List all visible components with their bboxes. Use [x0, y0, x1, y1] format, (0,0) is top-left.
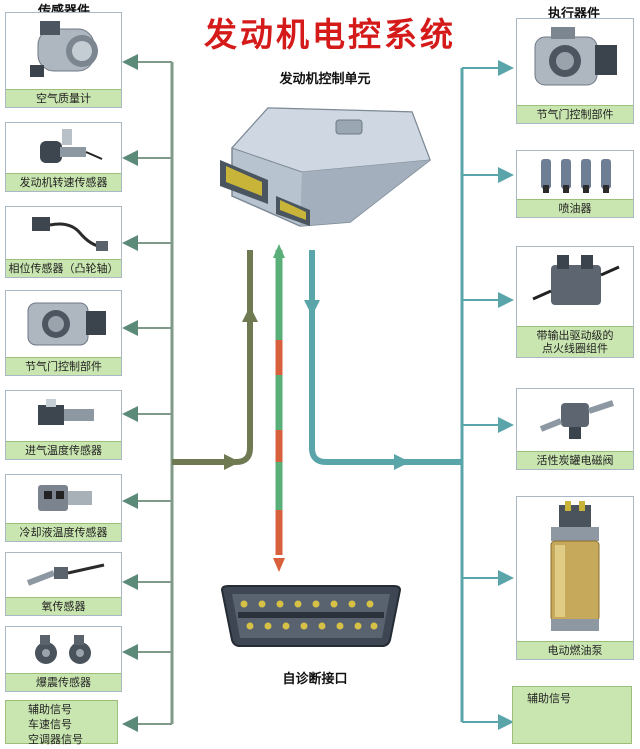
sensor-air-mass-meter: 空气质量计: [5, 12, 122, 108]
sensor-label: 空气质量计: [6, 89, 121, 107]
actuator-label: 喷油器: [517, 199, 633, 217]
ignition-coil-icon: [521, 251, 629, 321]
actuator-trunk: [309, 250, 462, 465]
coolant-temp-sensor-icon: [10, 479, 117, 519]
sensor-label: 相位传感器（凸轮轴）: [6, 259, 121, 277]
knock-sensor-icon: [10, 631, 117, 669]
sensor-coolant-temp: 冷却液温度传感器: [5, 474, 122, 542]
actuator-label: 节气门控制部件: [517, 105, 633, 123]
actuator-arrows: [462, 60, 514, 730]
sensor-trunk: [172, 250, 253, 465]
sensor-label: 发动机转速传感器: [6, 173, 121, 191]
actuator-label: 活性炭罐电磁阀: [517, 451, 633, 469]
sensor-label: 爆震传感器: [6, 673, 121, 691]
injector-icon: [521, 155, 629, 195]
sensor-knock: 爆震传感器: [5, 626, 122, 692]
oxygen-sensor-icon: [10, 557, 117, 593]
phase-sensor-icon: [10, 211, 117, 255]
actuator-fuel-pump: 电动燃油泵: [516, 496, 634, 660]
sensor-label: 节气门控制部件: [6, 357, 121, 375]
aux-signal-line: 车速信号: [28, 718, 72, 731]
sensor-aux-signals: 辅助信号 车速信号 空调器信号: [5, 700, 118, 746]
actuator-canister-valve: 活性炭罐电磁阀: [516, 388, 634, 470]
actuator-aux-signals: 辅助信号: [512, 686, 632, 744]
engine-speed-sensor-icon: [10, 127, 117, 169]
aux-signal-line: 辅助信号: [28, 703, 72, 716]
obd-connector-icon: [220, 585, 402, 647]
actuator-throttle-control: 节气门控制部件: [516, 18, 634, 124]
sensor-label: 冷却液温度传感器: [6, 523, 121, 541]
sensor-intake-temp: 进气温度传感器: [5, 390, 122, 460]
ecu-label: 发动机控制单元: [279, 72, 371, 87]
actuator-label: 带输出驱动级的 点火线圈组件: [517, 326, 633, 357]
sensor-arrows: [122, 54, 172, 732]
actuator-label-line1: 带输出驱动级的: [536, 329, 614, 342]
sensor-engine-speed: 发动机转速传感器: [5, 122, 122, 192]
intake-temp-sensor-icon: [10, 395, 117, 437]
sensor-oxygen: 氧传感器: [5, 552, 122, 616]
canister-valve-icon: [521, 393, 629, 447]
fuel-pump-icon: [521, 501, 629, 637]
sensor-label: 进气温度传感器: [6, 441, 121, 459]
actuator-label-line2: 点火线圈组件: [542, 342, 608, 355]
actuator-ignition-coil: 带输出驱动级的 点火线圈组件: [516, 246, 634, 358]
throttle-body-icon: [10, 295, 117, 353]
diagram-title: 发动机电控系统: [204, 15, 456, 54]
air-mass-meter-icon: [10, 17, 117, 85]
actuator-injector: 喷油器: [516, 150, 634, 218]
sensor-label: 氧传感器: [6, 597, 121, 615]
sensor-phase: 相位传感器（凸轮轴）: [5, 206, 122, 278]
aux-signal-line: 空调器信号: [28, 733, 83, 746]
sensor-throttle-body: 节气门控制部件: [5, 290, 122, 376]
ecu-icon: [220, 107, 431, 227]
obd-label: 自诊断接口: [282, 672, 348, 687]
throttle-actuator-icon: [521, 23, 629, 101]
actuator-label: 电动燃油泵: [517, 641, 633, 659]
